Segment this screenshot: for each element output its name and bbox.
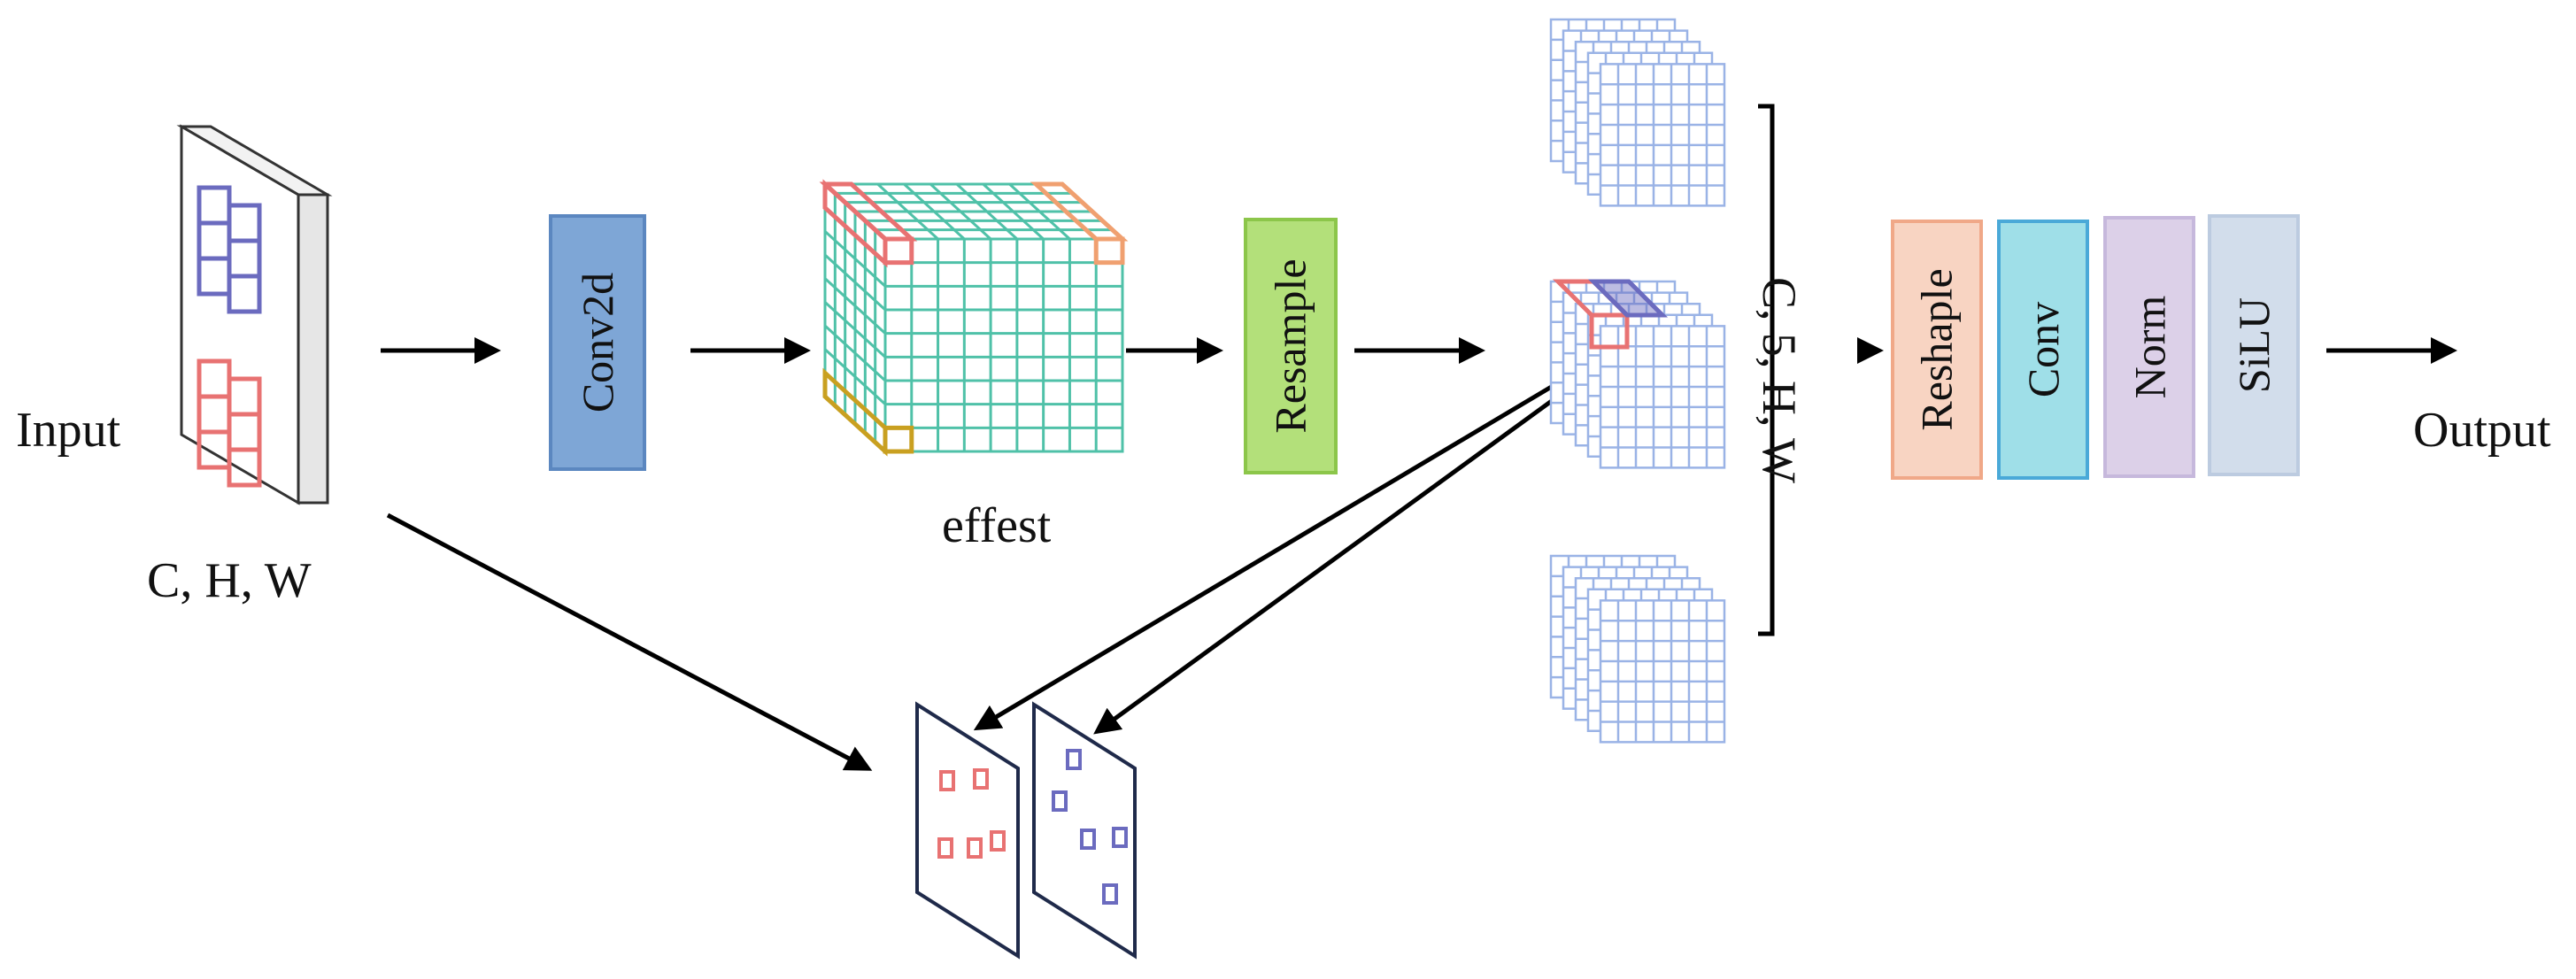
purple-pattern	[197, 185, 262, 314]
offset-map-purple	[1032, 701, 1137, 960]
resample-block: Resample	[1244, 218, 1338, 474]
resampled-stack-bottom	[1549, 554, 1726, 744]
silu-label: SiLU	[2229, 297, 2279, 394]
input-tensor	[176, 124, 333, 505]
conv2d-block: Conv2d	[549, 214, 646, 471]
resample-label: Resample	[1266, 258, 1316, 434]
arrow-stack-red-map	[973, 338, 1631, 731]
silu-block: SiLU	[2208, 214, 2300, 476]
conv-block: Conv	[1997, 220, 2089, 480]
conv2d-label: Conv2d	[573, 272, 623, 413]
output-label: Output	[2413, 403, 2551, 458]
concat-shape-label: C, 5, H, W	[1753, 277, 1806, 484]
norm-block: Norm	[2103, 216, 2195, 478]
effest-label: effest	[942, 498, 1052, 553]
input-shape-label: C, H, W	[147, 553, 312, 608]
conv-label: Conv	[2018, 301, 2069, 398]
resampled-stack-top	[1549, 18, 1726, 207]
red-pattern	[197, 358, 262, 488]
stack-bracket	[1758, 104, 1775, 636]
norm-label: Norm	[2125, 295, 2174, 399]
reshaple-label: Reshaple	[1912, 268, 1962, 431]
offset-map-red	[915, 701, 1020, 960]
stack-highlight	[1552, 279, 1669, 350]
reshaple-block: Reshaple	[1891, 220, 1983, 480]
arrow-input-offsets	[386, 513, 873, 771]
input-label: Input	[16, 403, 121, 458]
effest-feature-cube	[819, 179, 1129, 457]
